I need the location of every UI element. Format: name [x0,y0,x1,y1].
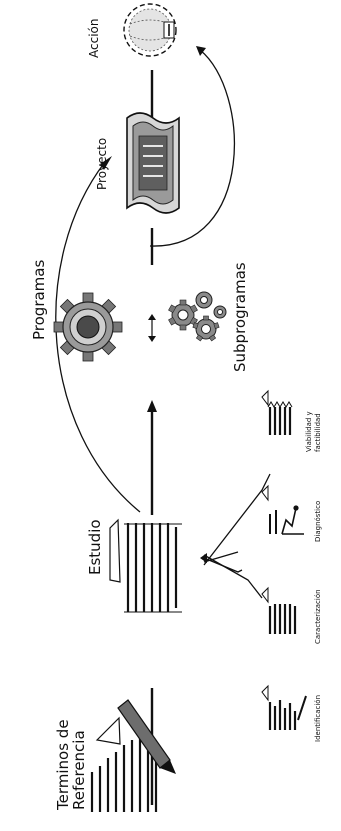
caracterizacion-icon [262,588,295,634]
label-viabilidad: Viabilidad y factibilidad [305,409,322,452]
diagnostico-icon [262,486,304,534]
label-terminos: Terminos de Referencia [54,715,88,811]
label-identificacion: Identificación [314,695,322,742]
arrowhead-programas [147,400,157,412]
label-accion: Acción [87,19,101,58]
terminos-icon [92,700,176,812]
label-diagnostico: Diagnóstico [314,501,322,542]
programas-gear-icon [54,293,122,361]
subprogramas-gear-icon [169,292,226,341]
viabilidad-icon [262,391,292,435]
pencil-icon [118,700,170,768]
label-programas: Programas [30,260,48,340]
label-estudio: Estudio [86,519,104,575]
label-proyecto: Proyecto [95,138,109,190]
estudio-icon [110,520,182,612]
label-caracterizacion: Caracterización [314,589,322,644]
proyecto-icon [127,113,179,213]
study-connectors [200,474,270,598]
accion-globe-icon [124,4,176,56]
label-terminos-line2: Referencia [70,730,88,810]
identificacion-icon [262,686,306,730]
double-arrow-icon [148,314,156,342]
label-subprogramas: Subprogramas [231,262,249,372]
